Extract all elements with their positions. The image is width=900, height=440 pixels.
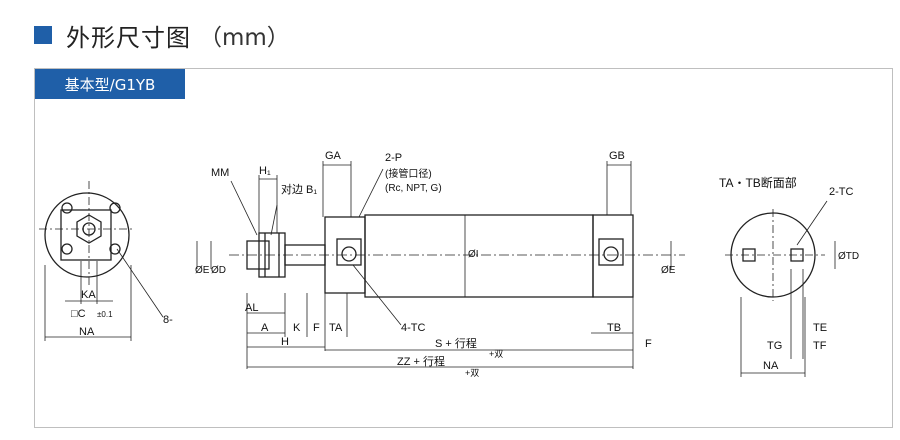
label-TD: ØTD (838, 251, 859, 262)
model-tab[interactable]: 基本型/G1YB (35, 69, 185, 99)
label-AL: AL (245, 302, 258, 314)
label-S-x2: +双 (489, 349, 503, 359)
mount-hole (109, 243, 121, 255)
label-GA: GA (325, 150, 342, 162)
label-8-hole: 8- (163, 314, 173, 326)
label-TA: TA (329, 322, 343, 334)
label-NA: NA (79, 326, 95, 338)
section-header: 外形尺寸图 （mm） (34, 18, 290, 52)
unit-label: （mm） (199, 25, 290, 51)
label-F2: F (645, 338, 652, 350)
label-D: ØD (211, 265, 226, 276)
end-view-front (39, 181, 164, 341)
side-view (196, 161, 685, 369)
label-ZZ: ZZ + 行程 (397, 355, 445, 368)
cylinder-barrel (364, 214, 594, 298)
section-view (725, 200, 836, 377)
label-2TC: 2-TC (829, 186, 854, 198)
header-square-icon (34, 26, 52, 44)
label-ZZ-x2: +双 (465, 368, 479, 378)
label-F: F (313, 322, 320, 334)
label-TE: TE (813, 322, 827, 334)
label-2P-sub: (接管口径) (385, 167, 432, 180)
label-2P-types: (Rc, NPT, G) (385, 183, 442, 194)
label-K: K (293, 322, 301, 334)
label-E-right: ØE (661, 265, 676, 276)
label-2P: 2-P (385, 152, 402, 164)
label-NA2: NA (763, 360, 779, 372)
label-TB: TB (607, 322, 621, 334)
label-S: S + 行程 (435, 337, 477, 350)
rear-cover (592, 214, 634, 298)
label-GB: GB (609, 150, 625, 162)
label-MM: MM (211, 167, 229, 179)
label-l: ØI (468, 249, 479, 260)
mount-hole (61, 202, 73, 214)
rod-nut-hex (76, 214, 102, 244)
page-title: 外形尺寸图 (66, 23, 191, 52)
mount-hole (109, 202, 121, 214)
label-E-left: ØE (195, 265, 210, 276)
label-B1: 对边 B₁ (281, 182, 317, 196)
label-KA: KA (81, 289, 96, 301)
label-TF: TF (813, 340, 827, 352)
label-C-tol: ±0.1 (97, 310, 113, 319)
drawing-panel: 基本型/G1YB (34, 68, 893, 428)
label-A: A (261, 322, 269, 334)
mount-hole (61, 243, 73, 255)
dimension-drawing: KA □C ±0.1 NA 8- MM H₁ 对边 B₁ GA GB 2-P (… (39, 150, 859, 378)
label-H: H (281, 336, 289, 348)
label-4TC: 4-TC (401, 322, 426, 334)
label-H1: H₁ (259, 165, 271, 177)
label-TG: TG (767, 340, 782, 352)
label-section-title: TA・TB断面部 (719, 175, 797, 190)
label-C: □C (71, 308, 86, 320)
